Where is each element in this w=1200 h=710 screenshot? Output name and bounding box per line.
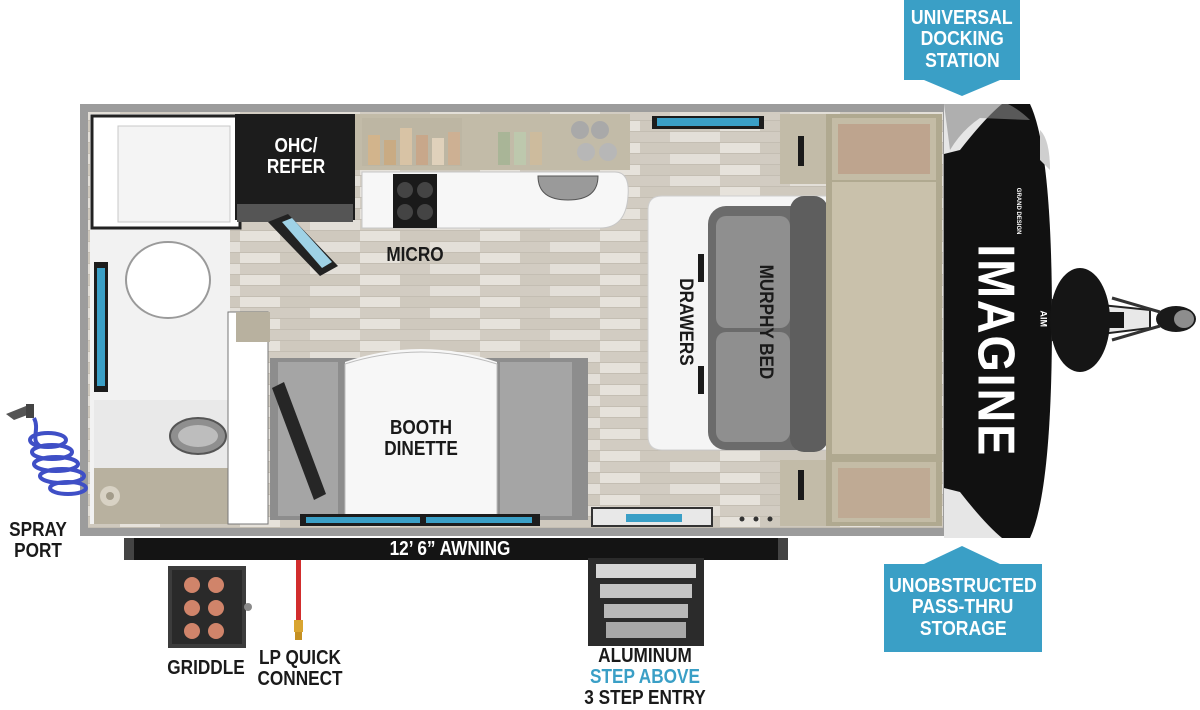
galley-sink — [537, 175, 599, 201]
awning-label: 12’ 6” AWNING — [389, 538, 511, 560]
brand-sub: AIM — [1038, 310, 1049, 327]
spray-hose — [6, 404, 88, 496]
pass-thru-storage-callout: UNOBSTRUCTED PASS-THRU STORAGE — [884, 564, 1042, 652]
drawers-label: DRAWERS — [674, 278, 696, 366]
micro-label: MICRO — [386, 244, 444, 266]
booth-dinette-label: BOOTH DINETTE — [384, 417, 458, 460]
griddle-label: GRIDDLE — [167, 657, 245, 679]
front-cap — [944, 104, 1052, 538]
step-entry-label: ALUMINUM STEP ABOVE 3 STEP ENTRY — [584, 645, 706, 709]
murphy-bed-label: MURPHY BED — [754, 264, 776, 380]
lp-hose — [296, 560, 301, 620]
brand-maker: GRAND DESIGN — [1015, 187, 1022, 235]
toilet — [125, 241, 211, 319]
dinette-door — [272, 382, 326, 500]
lp-quick-connect-label: LP QUICK CONNECT — [257, 647, 343, 690]
docking-station-callout: UNIVERSAL DOCKING STATION — [904, 0, 1020, 80]
awning-bar — [124, 538, 788, 560]
brand-logo: IMAGINE — [966, 244, 1025, 458]
ohc-refer-label: OHC/ REFER — [266, 135, 326, 178]
jack-wheel — [1050, 268, 1110, 372]
spray-port-label: SPRAY PORT — [9, 519, 67, 562]
refer-cabinet — [235, 114, 355, 220]
cooktop — [393, 174, 437, 228]
